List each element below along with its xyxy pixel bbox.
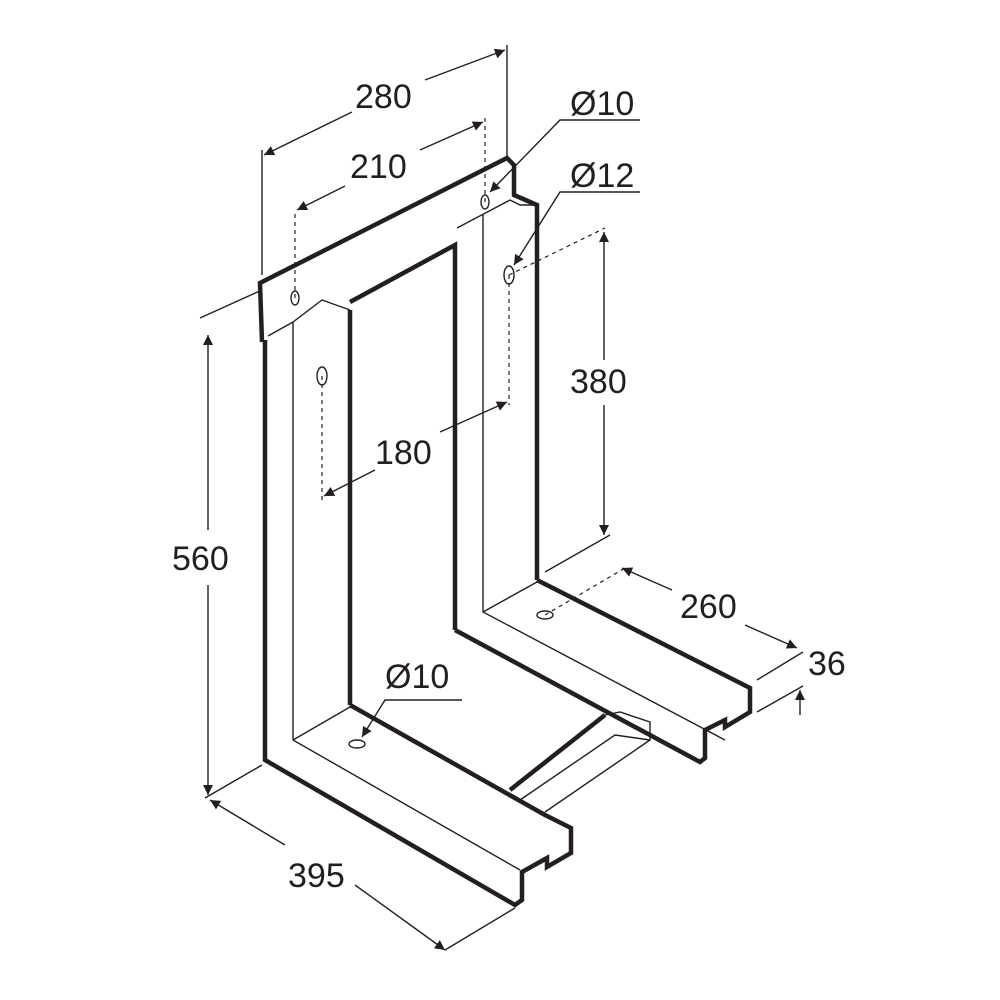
hole-top-left [290,290,300,306]
dim-180-label: 180 [375,434,432,472]
dim-side-hole-label: Ø12 [570,157,634,195]
dim-280-label: 280 [355,78,412,116]
dim-380-label: 380 [570,363,627,401]
dim-36-label: 36 [808,645,846,683]
dimension-lines [199,45,805,951]
holes [290,194,554,749]
hole-top-right [480,194,490,210]
dim-top-hole-label: Ø10 [570,85,634,123]
hole-leg-left [348,739,366,749]
centerlines [294,115,626,616]
hole-leg-right [536,610,554,620]
dim-210-label: 210 [350,148,407,186]
dim-560-label: 560 [172,540,229,578]
dim-395-label: 395 [288,857,345,895]
dim-leg-hole-label: Ø10 [385,658,449,696]
bracket-outline [257,155,753,908]
dim-260-label: 260 [680,588,737,626]
